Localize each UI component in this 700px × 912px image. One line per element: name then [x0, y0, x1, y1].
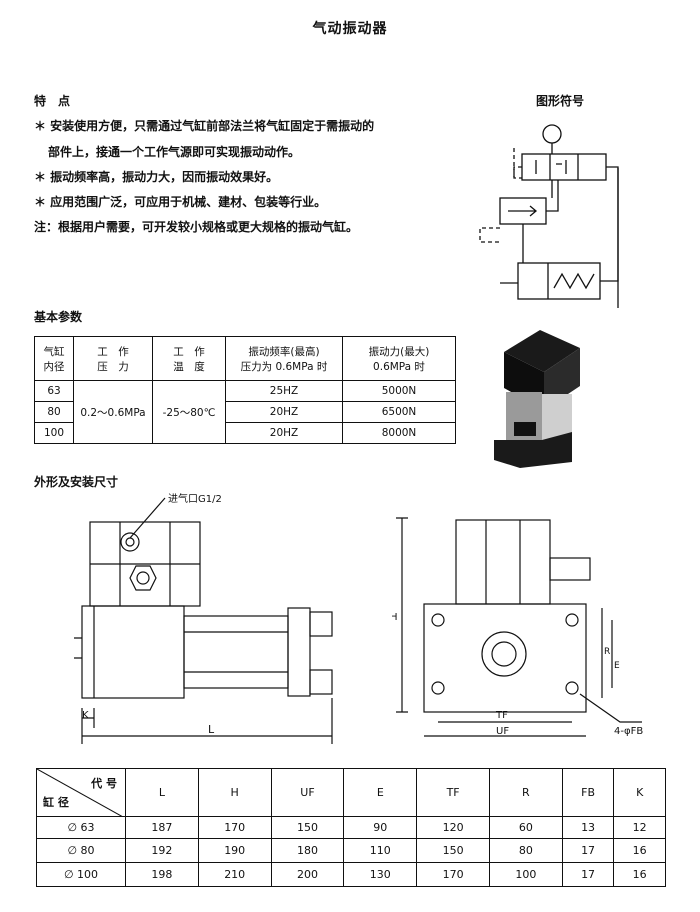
col-UF: UF: [270, 768, 345, 817]
col-TF: TF: [416, 768, 490, 817]
cell-freq: 25HZ: [225, 380, 343, 402]
feature-line: ＊ 应用范围广泛，可应用于机械、建材、包装等行业。: [34, 195, 327, 209]
gauge-icon: [542, 124, 562, 144]
col-FB: FB: [561, 768, 615, 817]
cylinder-symbol: [517, 262, 601, 300]
dim-H: H: [392, 612, 398, 623]
dim-R: R: [604, 647, 610, 657]
valve-block: [521, 153, 607, 181]
header-temp: 工 作: [173, 345, 205, 358]
front-view-drawing: H R E TF UF 4-φFB: [392, 517, 643, 737]
col-K: K: [613, 768, 666, 817]
product-photo: [494, 330, 580, 468]
col-H: H: [197, 768, 272, 817]
cell-bore: 80: [34, 401, 74, 423]
page-title: 气动振动器: [312, 21, 388, 37]
feature-line: ＊ 振动频率高，振动力大，因而振动效果好。: [34, 170, 279, 184]
basic-params-heading: 基本参数: [34, 310, 83, 324]
feature-line: 部件上，接通一个工作气源即可实现振动动作。: [48, 145, 301, 159]
symbol-title: 图形符号: [536, 94, 585, 108]
dim-FB: 4-φFB: [614, 726, 643, 737]
header-freq: 振动频率(最高): [248, 345, 320, 358]
header-bore: 气缸: [43, 345, 65, 358]
header-bore: 缸 径: [43, 796, 69, 809]
cell-bore: 63: [34, 380, 74, 402]
inlet-label: 进气口G1/2: [168, 492, 222, 505]
dim-UF: UF: [496, 726, 509, 737]
dim-K: K: [82, 710, 89, 721]
header-pressure: 工 作: [97, 345, 129, 358]
valve-housing-front: [455, 519, 551, 605]
header-code: 代 号: [91, 777, 117, 790]
feature-note: 注：根据用户需要，可开发较小规格或更大规格的振动气缸。: [34, 220, 359, 234]
feature-line: ＊ 安装使用方便，只需通过气缸前部法兰将气缸固定于需振动的: [34, 119, 375, 133]
cell-force: 8000N: [342, 422, 456, 444]
col-L: L: [125, 768, 199, 817]
basic-params-table: 气缸内径 工 作压 力 工 作温 度 振动频率(最高)压力为 0.6MPa 时 …: [34, 336, 456, 444]
front-flange: [287, 607, 311, 697]
features-heading: 特 点: [34, 94, 71, 108]
dim-TF: TF: [495, 710, 508, 721]
cell-force: 6500N: [342, 401, 456, 423]
dim-E: E: [614, 661, 620, 671]
cell-freq: 20HZ: [225, 401, 343, 423]
dim-L: L: [208, 723, 215, 736]
col-R: R: [488, 768, 563, 817]
col-E: E: [343, 768, 418, 817]
cell-force: 5000N: [342, 380, 456, 402]
diagonal-divider: [37, 769, 123, 817]
cylinder-body: [81, 605, 185, 699]
cell-freq: 20HZ: [225, 422, 343, 444]
side-view-drawing: 进气口G1/2 K L: [74, 492, 333, 744]
header-force: 振动力(最大): [368, 345, 430, 358]
pneumatic-symbol-diagram: [479, 124, 619, 308]
dimensions-heading: 外形及安装尺寸: [34, 475, 119, 489]
cell-pressure: 0.2～0.6MPa: [73, 380, 153, 444]
cell-bore: 100: [34, 422, 74, 444]
mounting-flange: [423, 603, 587, 713]
cell-temp: -25～80℃: [152, 380, 226, 444]
